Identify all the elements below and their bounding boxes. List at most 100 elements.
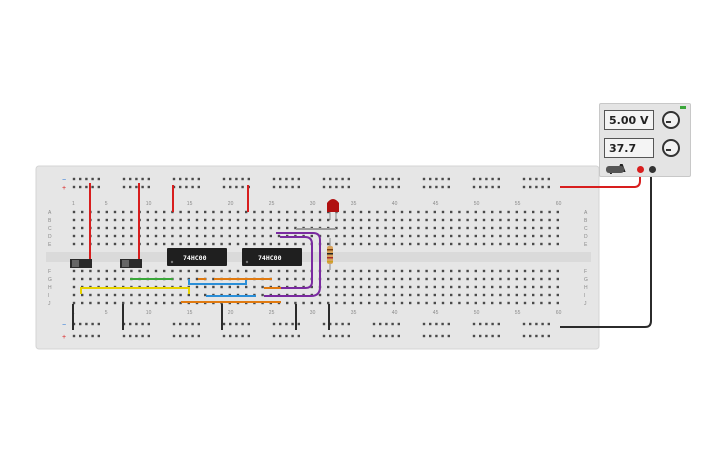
breadboard-hole[interactable]: [397, 185, 400, 189]
breadboard-hole[interactable]: [466, 277, 469, 281]
breadboard-hole[interactable]: [441, 185, 444, 189]
breadboard-hole[interactable]: [212, 226, 215, 230]
breadboard-hole[interactable]: [247, 177, 250, 181]
breadboard-hole[interactable]: [89, 277, 92, 281]
breadboard-hole[interactable]: [474, 234, 477, 238]
breadboard-hole[interactable]: [368, 285, 371, 289]
breadboard-hole[interactable]: [147, 334, 150, 338]
breadboard-hole[interactable]: [474, 226, 477, 230]
breadboard-hole[interactable]: [441, 226, 445, 230]
breadboard-hole[interactable]: [491, 334, 494, 338]
breadboard-hole[interactable]: [286, 242, 289, 246]
breadboard-hole[interactable]: [105, 210, 108, 214]
breadboard-hole[interactable]: [351, 226, 354, 230]
breadboard-hole[interactable]: [422, 185, 426, 189]
voltage-knob[interactable]: [662, 111, 680, 129]
breadboard-hole[interactable]: [279, 177, 282, 181]
switch-2[interactable]: [120, 259, 142, 268]
breadboard-hole[interactable]: [146, 210, 149, 214]
breadboard-hole[interactable]: [425, 210, 428, 214]
breadboard-hole[interactable]: [425, 234, 428, 238]
breadboard-hole[interactable]: [466, 218, 469, 222]
breadboard-hole[interactable]: [472, 334, 476, 338]
breadboard-hole[interactable]: [400, 226, 404, 230]
breadboard-hole[interactable]: [351, 285, 354, 289]
breadboard-hole[interactable]: [113, 218, 117, 222]
breadboard-hole[interactable]: [466, 242, 469, 246]
breadboard-hole[interactable]: [122, 277, 125, 281]
breadboard-hole[interactable]: [318, 293, 322, 297]
breadboard-hole[interactable]: [222, 334, 226, 338]
breadboard-hole[interactable]: [458, 277, 461, 281]
positive-terminal[interactable]: [637, 166, 644, 173]
breadboard-hole[interactable]: [122, 218, 125, 222]
breadboard-hole[interactable]: [391, 322, 394, 326]
breadboard-hole[interactable]: [204, 269, 207, 273]
breadboard-hole[interactable]: [417, 277, 420, 281]
breadboard-hole[interactable]: [450, 277, 453, 281]
breadboard-hole[interactable]: [322, 322, 326, 326]
breadboard-hole[interactable]: [351, 234, 354, 238]
breadboard-hole[interactable]: [138, 269, 141, 273]
breadboard-hole[interactable]: [191, 322, 194, 326]
breadboard-hole[interactable]: [397, 334, 400, 338]
breadboard-hole[interactable]: [515, 210, 518, 214]
breadboard-hole[interactable]: [135, 334, 138, 338]
breadboard-hole[interactable]: [491, 322, 494, 326]
breadboard-hole[interactable]: [499, 218, 502, 222]
breadboard-hole[interactable]: [72, 277, 76, 281]
breadboard-hole[interactable]: [113, 226, 117, 230]
breadboard-hole[interactable]: [385, 334, 388, 338]
breadboard-hole[interactable]: [204, 226, 207, 230]
breadboard-hole[interactable]: [391, 177, 394, 181]
breadboard-hole[interactable]: [291, 185, 294, 189]
breadboard-hole[interactable]: [435, 185, 438, 189]
breadboard-hole[interactable]: [97, 322, 100, 326]
breadboard-hole[interactable]: [335, 285, 338, 289]
breadboard-hole[interactable]: [379, 334, 382, 338]
breadboard-hole[interactable]: [482, 293, 486, 297]
breadboard-hole[interactable]: [229, 185, 232, 189]
breadboard-hole[interactable]: [322, 177, 326, 181]
breadboard-hole[interactable]: [187, 218, 190, 222]
breadboard-hole[interactable]: [425, 269, 428, 273]
breadboard-hole[interactable]: [540, 226, 543, 230]
breadboard-hole[interactable]: [130, 226, 133, 230]
breadboard-hole[interactable]: [507, 242, 510, 246]
breadboard-hole[interactable]: [253, 226, 256, 230]
breadboard-hole[interactable]: [391, 185, 394, 189]
chip-74hc00-2[interactable]: 74HC00: [242, 248, 302, 266]
breadboard-hole[interactable]: [335, 277, 338, 281]
breadboard-hole[interactable]: [458, 226, 461, 230]
breadboard-hole[interactable]: [81, 269, 84, 273]
breadboard-hole[interactable]: [425, 301, 428, 305]
breadboard-hole[interactable]: [541, 185, 544, 189]
breadboard-hole[interactable]: [146, 242, 149, 246]
breadboard-hole[interactable]: [229, 177, 232, 181]
breadboard-hole[interactable]: [507, 210, 510, 214]
breadboard-hole[interactable]: [425, 285, 428, 289]
breadboard-hole[interactable]: [294, 226, 297, 230]
breadboard-hole[interactable]: [171, 234, 174, 238]
breadboard-hole[interactable]: [286, 301, 289, 305]
breadboard-hole[interactable]: [507, 218, 510, 222]
breadboard-hole[interactable]: [384, 301, 387, 305]
breadboard-hole[interactable]: [272, 322, 276, 326]
breadboard-hole[interactable]: [441, 218, 445, 222]
breadboard-hole[interactable]: [72, 234, 76, 238]
breadboard-hole[interactable]: [185, 334, 188, 338]
breadboard-hole[interactable]: [318, 218, 322, 222]
breadboard-hole[interactable]: [286, 226, 289, 230]
breadboard-hole[interactable]: [491, 285, 494, 289]
breadboard-hole[interactable]: [269, 226, 272, 230]
breadboard-hole[interactable]: [79, 334, 82, 338]
breadboard-hole[interactable]: [535, 185, 538, 189]
breadboard-hole[interactable]: [499, 285, 502, 289]
breadboard-hole[interactable]: [400, 293, 404, 297]
breadboard-hole[interactable]: [310, 210, 313, 214]
breadboard-hole[interactable]: [447, 177, 450, 181]
breadboard-hole[interactable]: [141, 185, 144, 189]
breadboard-hole[interactable]: [235, 334, 238, 338]
breadboard-hole[interactable]: [507, 293, 510, 297]
breadboard-hole[interactable]: [297, 334, 300, 338]
